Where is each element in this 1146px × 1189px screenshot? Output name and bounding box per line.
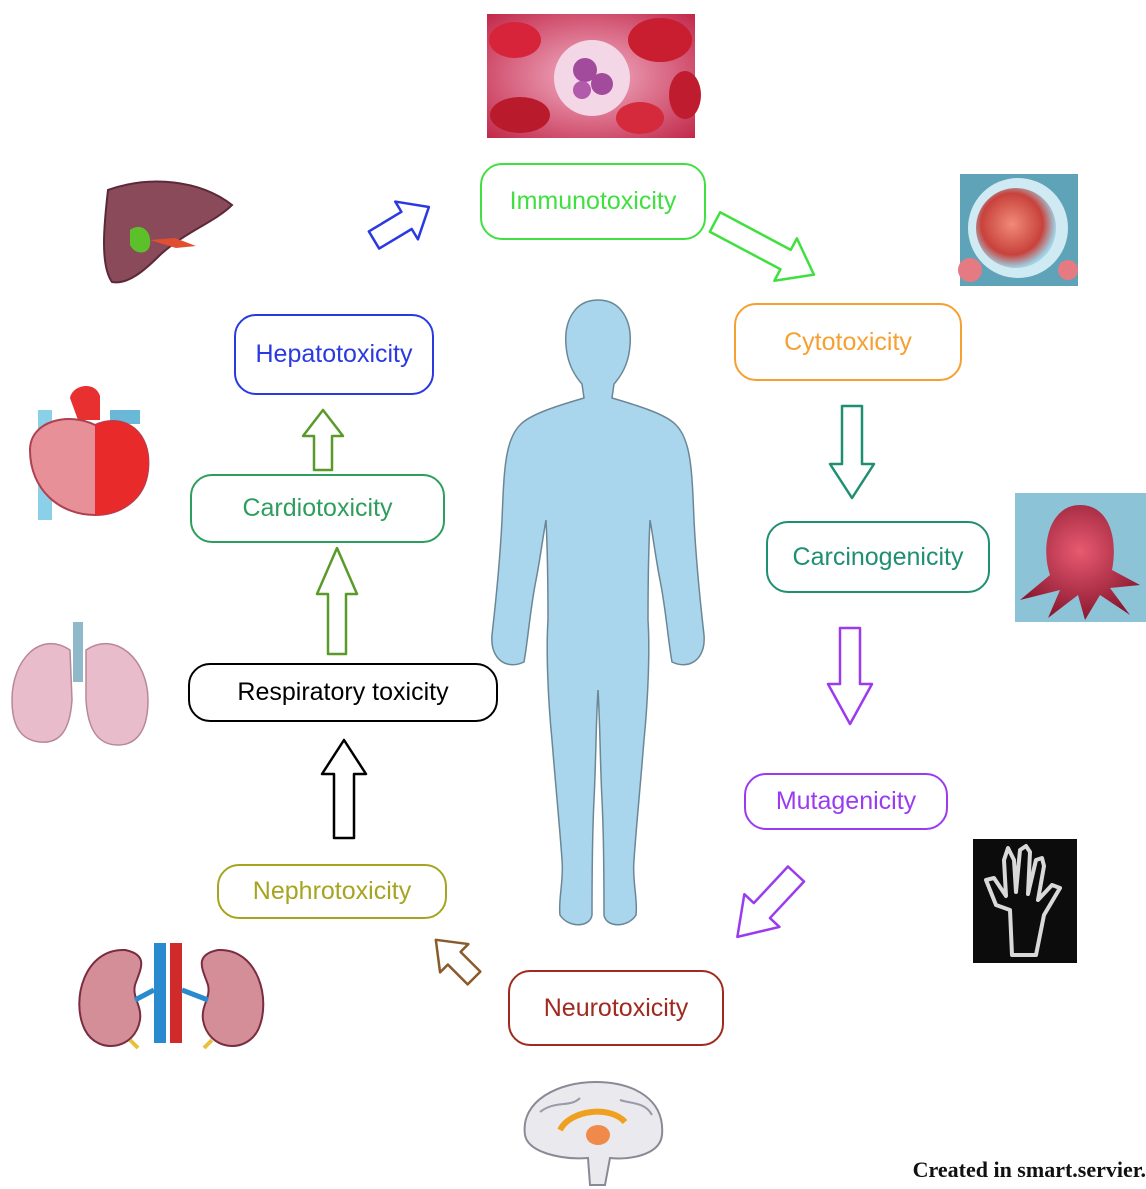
hand-xray-image — [973, 839, 1077, 963]
neurotoxicity-node: Neurotoxicity — [508, 970, 724, 1046]
mutagenicity-node: Mutagenicity — [744, 773, 948, 830]
liver-image — [104, 182, 232, 283]
arrow-respiratory-to-cardio — [317, 548, 357, 654]
mutagenicity-label: Mutagenicity — [776, 787, 916, 816]
credit-text: Created in smart.servier. — [913, 1157, 1146, 1183]
nephrotoxicity-node: Nephrotoxicity — [217, 864, 447, 919]
heart-image — [30, 386, 148, 520]
cytotoxicity-node: Cytotoxicity — [734, 303, 962, 381]
tumor-image — [1015, 493, 1146, 622]
arrow-hepato-to-immuno — [363, 188, 441, 259]
brain-image — [525, 1082, 663, 1185]
carcinogenicity-node: Carcinogenicity — [766, 521, 990, 593]
cell-image — [958, 174, 1078, 286]
arrow-immuno-to-cyto — [704, 201, 825, 296]
arrow-muta-to-neuro — [720, 858, 814, 954]
cytotoxicity-label: Cytotoxicity — [784, 328, 912, 357]
arrow-cyto-to-carcino — [830, 406, 874, 498]
neurotoxicity-label: Neurotoxicity — [544, 994, 689, 1023]
respiratory-toxicity-label: Respiratory toxicity — [237, 678, 448, 707]
nephrotoxicity-label: Nephrotoxicity — [253, 877, 411, 906]
kidney-image — [79, 943, 263, 1048]
hepatotoxicity-node: Hepatotoxicity — [234, 314, 434, 395]
carcinogenicity-label: Carcinogenicity — [793, 543, 964, 572]
immune-cell-image — [487, 14, 701, 138]
lungs-image — [12, 622, 148, 745]
arrow-cardio-to-hepato — [303, 410, 343, 470]
cardiotoxicity-node: Cardiotoxicity — [190, 474, 445, 543]
arrow-neuro-to-nephro — [422, 926, 488, 992]
human-body-silhouette — [492, 300, 704, 925]
respiratory-toxicity-node: Respiratory toxicity — [188, 663, 498, 722]
arrow-carcino-to-muta — [828, 628, 872, 724]
cardiotoxicity-label: Cardiotoxicity — [242, 494, 392, 523]
immunotoxicity-node: Immunotoxicity — [480, 163, 706, 240]
hepatotoxicity-label: Hepatotoxicity — [255, 340, 412, 369]
immunotoxicity-label: Immunotoxicity — [510, 187, 677, 216]
arrow-nephro-to-respiratory — [322, 740, 366, 838]
